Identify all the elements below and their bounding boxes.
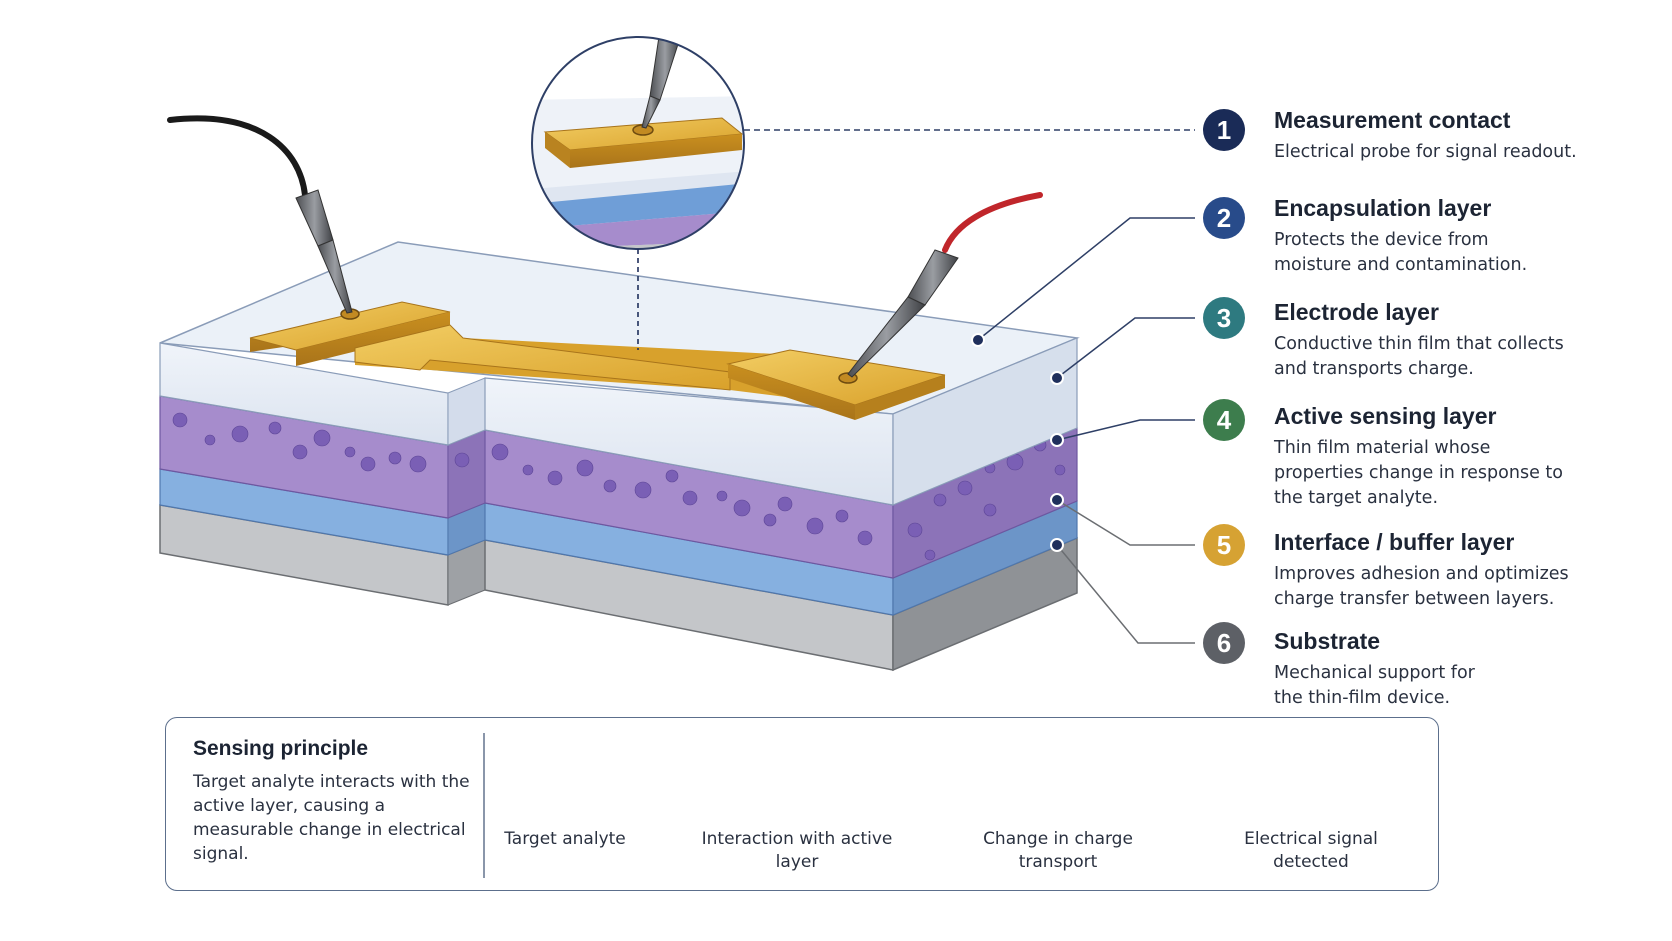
legend-description: Electrical probe for signal readout. — [1274, 142, 1577, 162]
legend-badge-5 — [1203, 524, 1245, 566]
legend-badge-number: 5 — [1217, 530, 1231, 560]
legend-description: Protects the device from moisture and co… — [1274, 230, 1528, 275]
step-caption-signal: Electrical signal detected — [1244, 829, 1378, 872]
step-caption-charge: Change in charge transport — [983, 829, 1133, 872]
leader-dots — [971, 333, 1064, 552]
step-caption-analyte: Target analyte — [504, 829, 626, 849]
principle-title: Sensing principle — [193, 737, 369, 760]
principle-description: Target analyte interacts with the active… — [193, 772, 470, 864]
probe-right — [847, 192, 1043, 378]
electrode-layer — [249, 301, 946, 420]
step-caption-interaction: Interaction with active layer — [701, 829, 893, 872]
legend-item-interface-buffer-layer: Interface / buffer layer Improves adhesi… — [1274, 528, 1574, 612]
probe-left — [167, 115, 353, 314]
legend-badge-number: 2 — [1217, 203, 1231, 233]
sensing-principle-panel — [165, 717, 1439, 891]
encapsulation-side — [892, 337, 1078, 506]
legend-description: Thin film material whose properties chan… — [1274, 438, 1563, 508]
legend-item-electrode-layer: Electrode layer Conductive thin film tha… — [1274, 298, 1564, 382]
legend-badge-number: 6 — [1217, 628, 1231, 658]
legend-title: Active sensing layer — [1274, 403, 1497, 429]
legend-title: Measurement contact — [1274, 107, 1511, 133]
legend-item-measurement-contact: Measurement contact Electrical probe for… — [1274, 106, 1664, 165]
legend-description: Conductive thin film that collects and t… — [1274, 334, 1564, 379]
legend-badge-6 — [1203, 622, 1245, 664]
legend-item-substrate: Substrate Mechanical support for the thi… — [1274, 627, 1494, 711]
legend-title: Encapsulation layer — [1274, 195, 1492, 221]
legend-description: Improves adhesion and optimizes charge t… — [1274, 564, 1569, 609]
legend-title: Substrate — [1274, 628, 1381, 654]
legend-badge-number: 4 — [1217, 405, 1232, 435]
legend-badge-number: 3 — [1217, 303, 1231, 333]
legend-badge-1 — [1203, 109, 1245, 151]
legend-badges: 1 2 3 4 5 6 — [1203, 109, 1245, 664]
legend-badge-3 — [1203, 297, 1245, 339]
legend-badge-4 — [1203, 399, 1245, 441]
legend-description: Mechanical support for the thin-film dev… — [1274, 663, 1475, 708]
magnified-detail — [531, 36, 745, 350]
legend-item-encapsulation-layer: Encapsulation layer Protects the device … — [1274, 194, 1554, 278]
legend-title: Electrode layer — [1274, 299, 1439, 325]
legend-item-active-sensing-layer: Active sensing layer Thin film material … — [1274, 402, 1564, 511]
legend-badge-2 — [1203, 197, 1245, 239]
device-stack — [159, 115, 1080, 672]
leader-lines — [744, 129, 1195, 644]
legend-badge-number: 1 — [1217, 115, 1231, 145]
panel-divider — [483, 733, 485, 878]
legend-title: Interface / buffer layer — [1274, 529, 1515, 555]
